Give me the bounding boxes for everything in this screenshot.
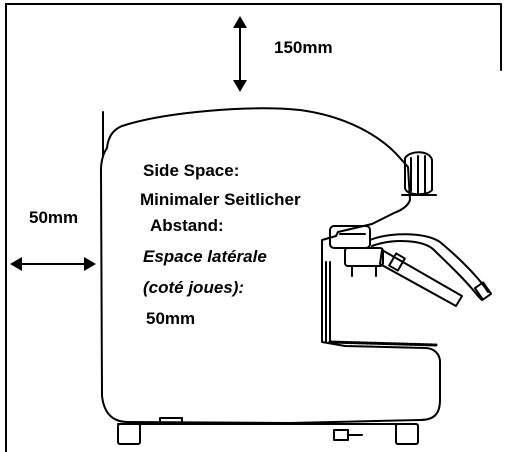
left-arrowhead — [10, 257, 22, 271]
machine-foot — [395, 423, 419, 445]
top-clearance-label: 150mm — [274, 38, 333, 57]
right-arrowhead — [84, 257, 96, 271]
portafilter-grip — [388, 252, 406, 272]
german-label-line1: Minimaler Seitlicher — [140, 190, 301, 209]
bottom-arrowhead — [233, 80, 247, 92]
portafilter-handle — [379, 249, 463, 307]
french-label-line2: (coté joues): — [143, 278, 245, 297]
french-label-line1: Espace latérale — [143, 247, 267, 266]
knob-outline — [404, 151, 433, 196]
top-arrowhead — [233, 16, 247, 28]
vent-detail — [159, 417, 183, 425]
drip-tray-grate — [328, 340, 438, 347]
steam-wand-tip — [473, 281, 493, 301]
machine-foot — [117, 423, 141, 445]
german-label-line2: Abstand: — [150, 216, 224, 235]
portafilter-basket — [344, 247, 384, 267]
side-value-label: 50mm — [146, 309, 196, 328]
side-space-title: Side Space: — [143, 161, 240, 180]
steam-wand-inner — [371, 240, 483, 301]
machine-body-outline — [100, 107, 441, 424]
steam-wand — [369, 233, 489, 293]
side-clearance-label: 50mm — [29, 208, 79, 227]
drain-pipe — [333, 429, 349, 441]
